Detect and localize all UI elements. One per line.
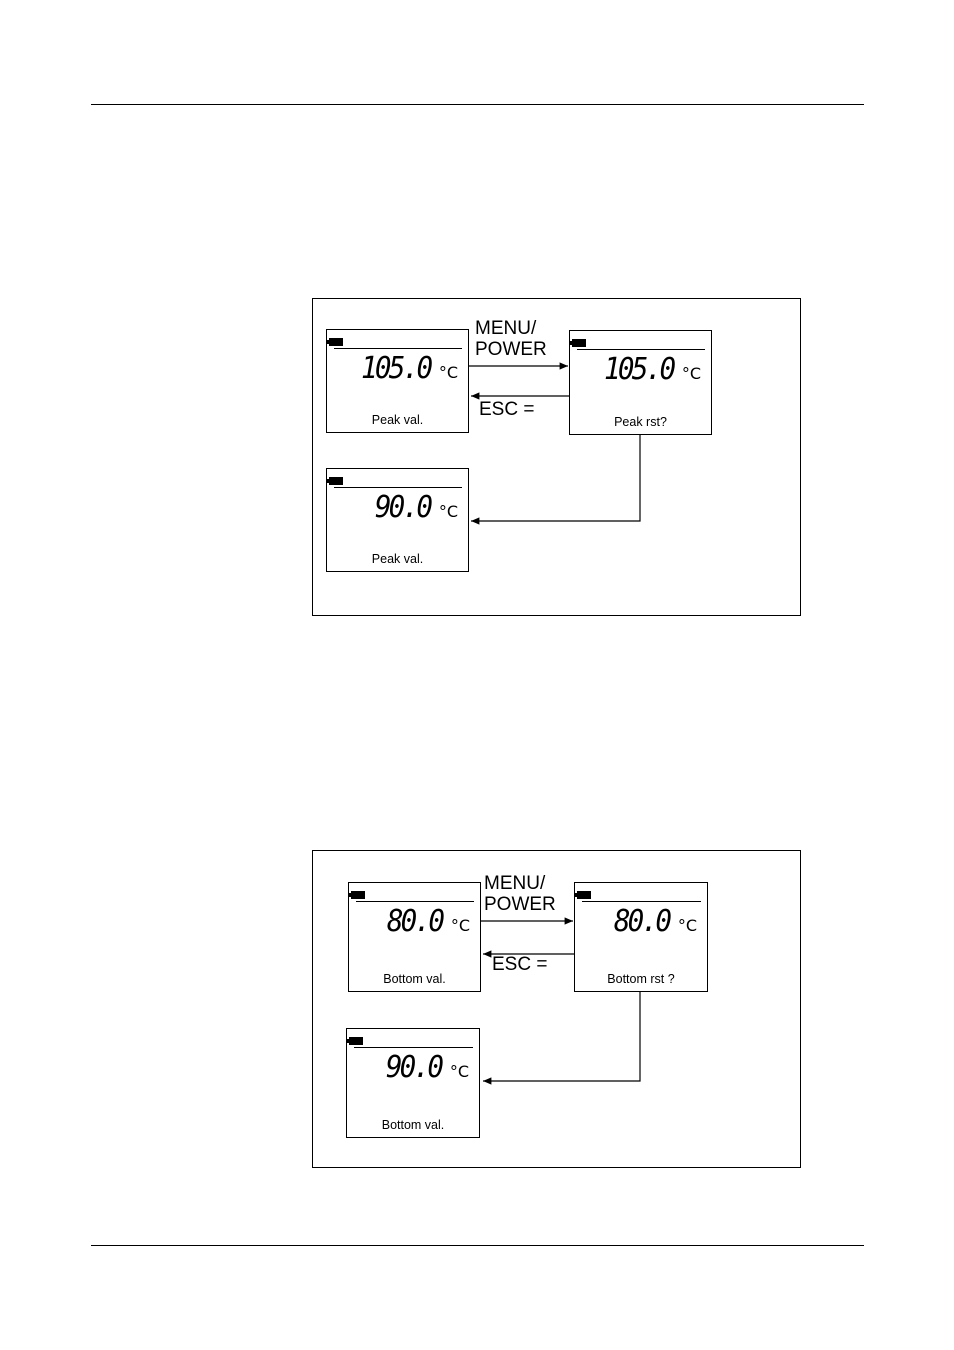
lcd-status-text: Peak val.: [327, 552, 468, 566]
header-rule: [91, 104, 864, 105]
temperature-unit: °C: [678, 917, 697, 935]
esc-key-label: ESC =: [492, 954, 547, 975]
temperature-reading: 105.0: [604, 353, 673, 387]
lcd-separator: [577, 349, 705, 350]
battery-icon: [327, 338, 343, 346]
lcd-separator: [354, 1047, 473, 1048]
temperature-unit: °C: [439, 364, 458, 382]
lcd-status-text: Bottom val.: [349, 972, 480, 986]
lcd-display-peak-reset: 105.0 °C Peak rst?: [569, 330, 712, 435]
lcd-display-bottom-after-reset: 90.0 °C Bottom val.: [346, 1028, 480, 1138]
lcd-display-bottom-reset: 80.0 °C Bottom rst ?: [574, 882, 708, 992]
key-label-line: POWER: [475, 339, 547, 360]
battery-icon: [327, 477, 343, 485]
lcd-separator: [356, 901, 474, 902]
battery-icon: [570, 339, 586, 347]
lcd-status-text: Peak val.: [327, 413, 468, 427]
key-label-line: MENU/: [475, 318, 547, 339]
temperature-reading: 80.0: [387, 905, 442, 939]
lcd-status-text: Bottom val.: [347, 1118, 479, 1132]
lcd-separator: [582, 901, 701, 902]
esc-key-label: ESC =: [479, 399, 534, 420]
key-label-line: MENU/: [484, 873, 556, 894]
lcd-separator: [334, 487, 462, 488]
lcd-display-peak-after-reset: 90.0 °C Peak val.: [326, 468, 469, 572]
reset-arrow: [483, 991, 640, 1081]
temperature-unit: °C: [451, 917, 470, 935]
key-label-line: POWER: [484, 894, 556, 915]
temperature-unit: °C: [450, 1063, 469, 1081]
temperature-reading: 80.0: [614, 905, 669, 939]
footer-rule: [91, 1245, 864, 1246]
lcd-status-text: Peak rst?: [570, 415, 711, 429]
reset-arrow: [471, 433, 640, 521]
temperature-reading: 90.0: [386, 1051, 441, 1085]
lcd-display-peak-value: 105.0 °C Peak val.: [326, 329, 469, 433]
menu-power-key-label: MENU/ POWER: [484, 873, 556, 915]
temperature-reading: 105.0: [361, 352, 430, 386]
peak-reset-diagram: 105.0 °C Peak val. 105.0 °C Peak rst? 90…: [312, 298, 801, 616]
lcd-separator: [334, 348, 462, 349]
temperature-unit: °C: [439, 503, 458, 521]
temperature-unit: °C: [682, 365, 701, 383]
lcd-status-text: Bottom rst ?: [575, 972, 707, 986]
battery-icon: [347, 1037, 363, 1045]
battery-icon: [575, 891, 591, 899]
lcd-display-bottom-value: 80.0 °C Bottom val.: [348, 882, 481, 992]
battery-icon: [349, 891, 365, 899]
bottom-reset-diagram: 80.0 °C Bottom val. 80.0 °C Bottom rst ?…: [312, 850, 801, 1168]
temperature-reading: 90.0: [375, 491, 430, 525]
menu-power-key-label: MENU/ POWER: [475, 318, 547, 360]
